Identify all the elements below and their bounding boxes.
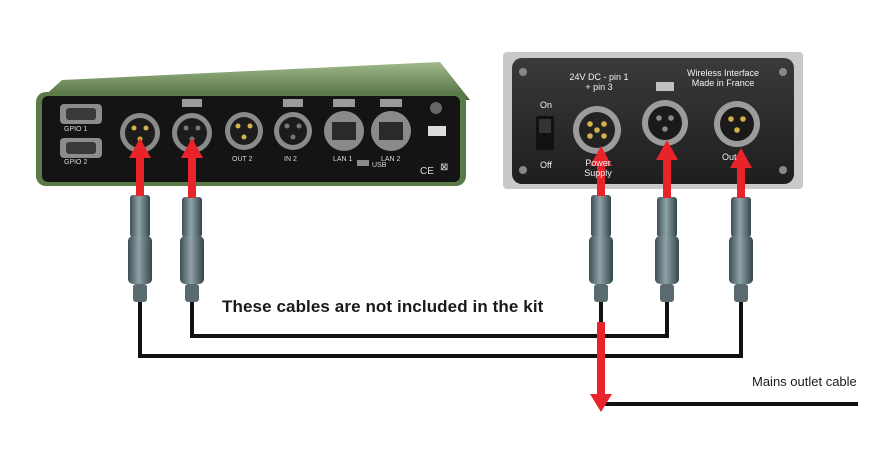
cable-2 — [190, 300, 669, 338]
power-input-label: 24V DC - pin 1 + pin 3 — [569, 72, 629, 92]
wireless-in-connector — [642, 82, 688, 146]
mains-outlet-label: Mains outlet cable — [752, 374, 857, 389]
xlr-port-1 — [120, 113, 160, 153]
plug-5 — [729, 197, 753, 302]
arrow-1 — [129, 138, 151, 196]
wireless-label: Wireless Interface Made in France — [686, 68, 760, 88]
out-label: Out — [722, 152, 737, 162]
power-jack — [428, 102, 446, 136]
power-supply-connector — [573, 106, 621, 154]
plug-4 — [655, 197, 679, 302]
lan2-label: LAN 2 — [381, 156, 401, 163]
xlr-port-in2 — [274, 99, 312, 150]
cable-plugs — [128, 195, 753, 302]
plug-1 — [128, 195, 152, 302]
arrow-2 — [181, 138, 203, 198]
out2-label: OUT 2 — [232, 156, 253, 163]
lan1-label: LAN 1 — [333, 156, 353, 163]
power-switch — [536, 116, 554, 150]
gpio2-label: GPIO 2 — [64, 159, 88, 166]
right-device — [503, 52, 803, 189]
wireless-out-connector — [714, 101, 760, 147]
arrow-3 — [590, 146, 612, 196]
xlr-port-2 — [172, 99, 212, 153]
cable-1 — [138, 300, 743, 358]
lan2-port — [371, 99, 411, 151]
arrow-5 — [730, 148, 752, 198]
lan1-port — [324, 99, 364, 151]
arrow-4 — [656, 140, 678, 198]
switch-off-label: Off — [540, 160, 552, 170]
in2-label: IN 2 — [284, 156, 297, 163]
ce-mark: CE ⊠ — [420, 162, 448, 177]
gpio2-port — [60, 138, 102, 158]
cables-not-included-note: These cables are not included in the kit — [222, 297, 544, 316]
left-device: CE ⊠ — [36, 62, 470, 186]
svg-text:CE: CE — [420, 166, 434, 177]
svg-text:⊠: ⊠ — [440, 162, 448, 173]
gpio1-label: GPIO 1 — [64, 126, 88, 133]
arrows — [129, 138, 752, 412]
xlr-port-out2 — [225, 112, 263, 150]
power-supply-label: Power Supply — [584, 158, 612, 178]
usb-label: USB — [372, 162, 387, 169]
gpio1-port — [60, 104, 102, 124]
plug-3 — [589, 195, 613, 302]
usb-port — [357, 160, 369, 166]
switch-on-label: On — [540, 100, 553, 110]
plug-2 — [180, 197, 204, 302]
arrow-6 — [590, 322, 612, 412]
